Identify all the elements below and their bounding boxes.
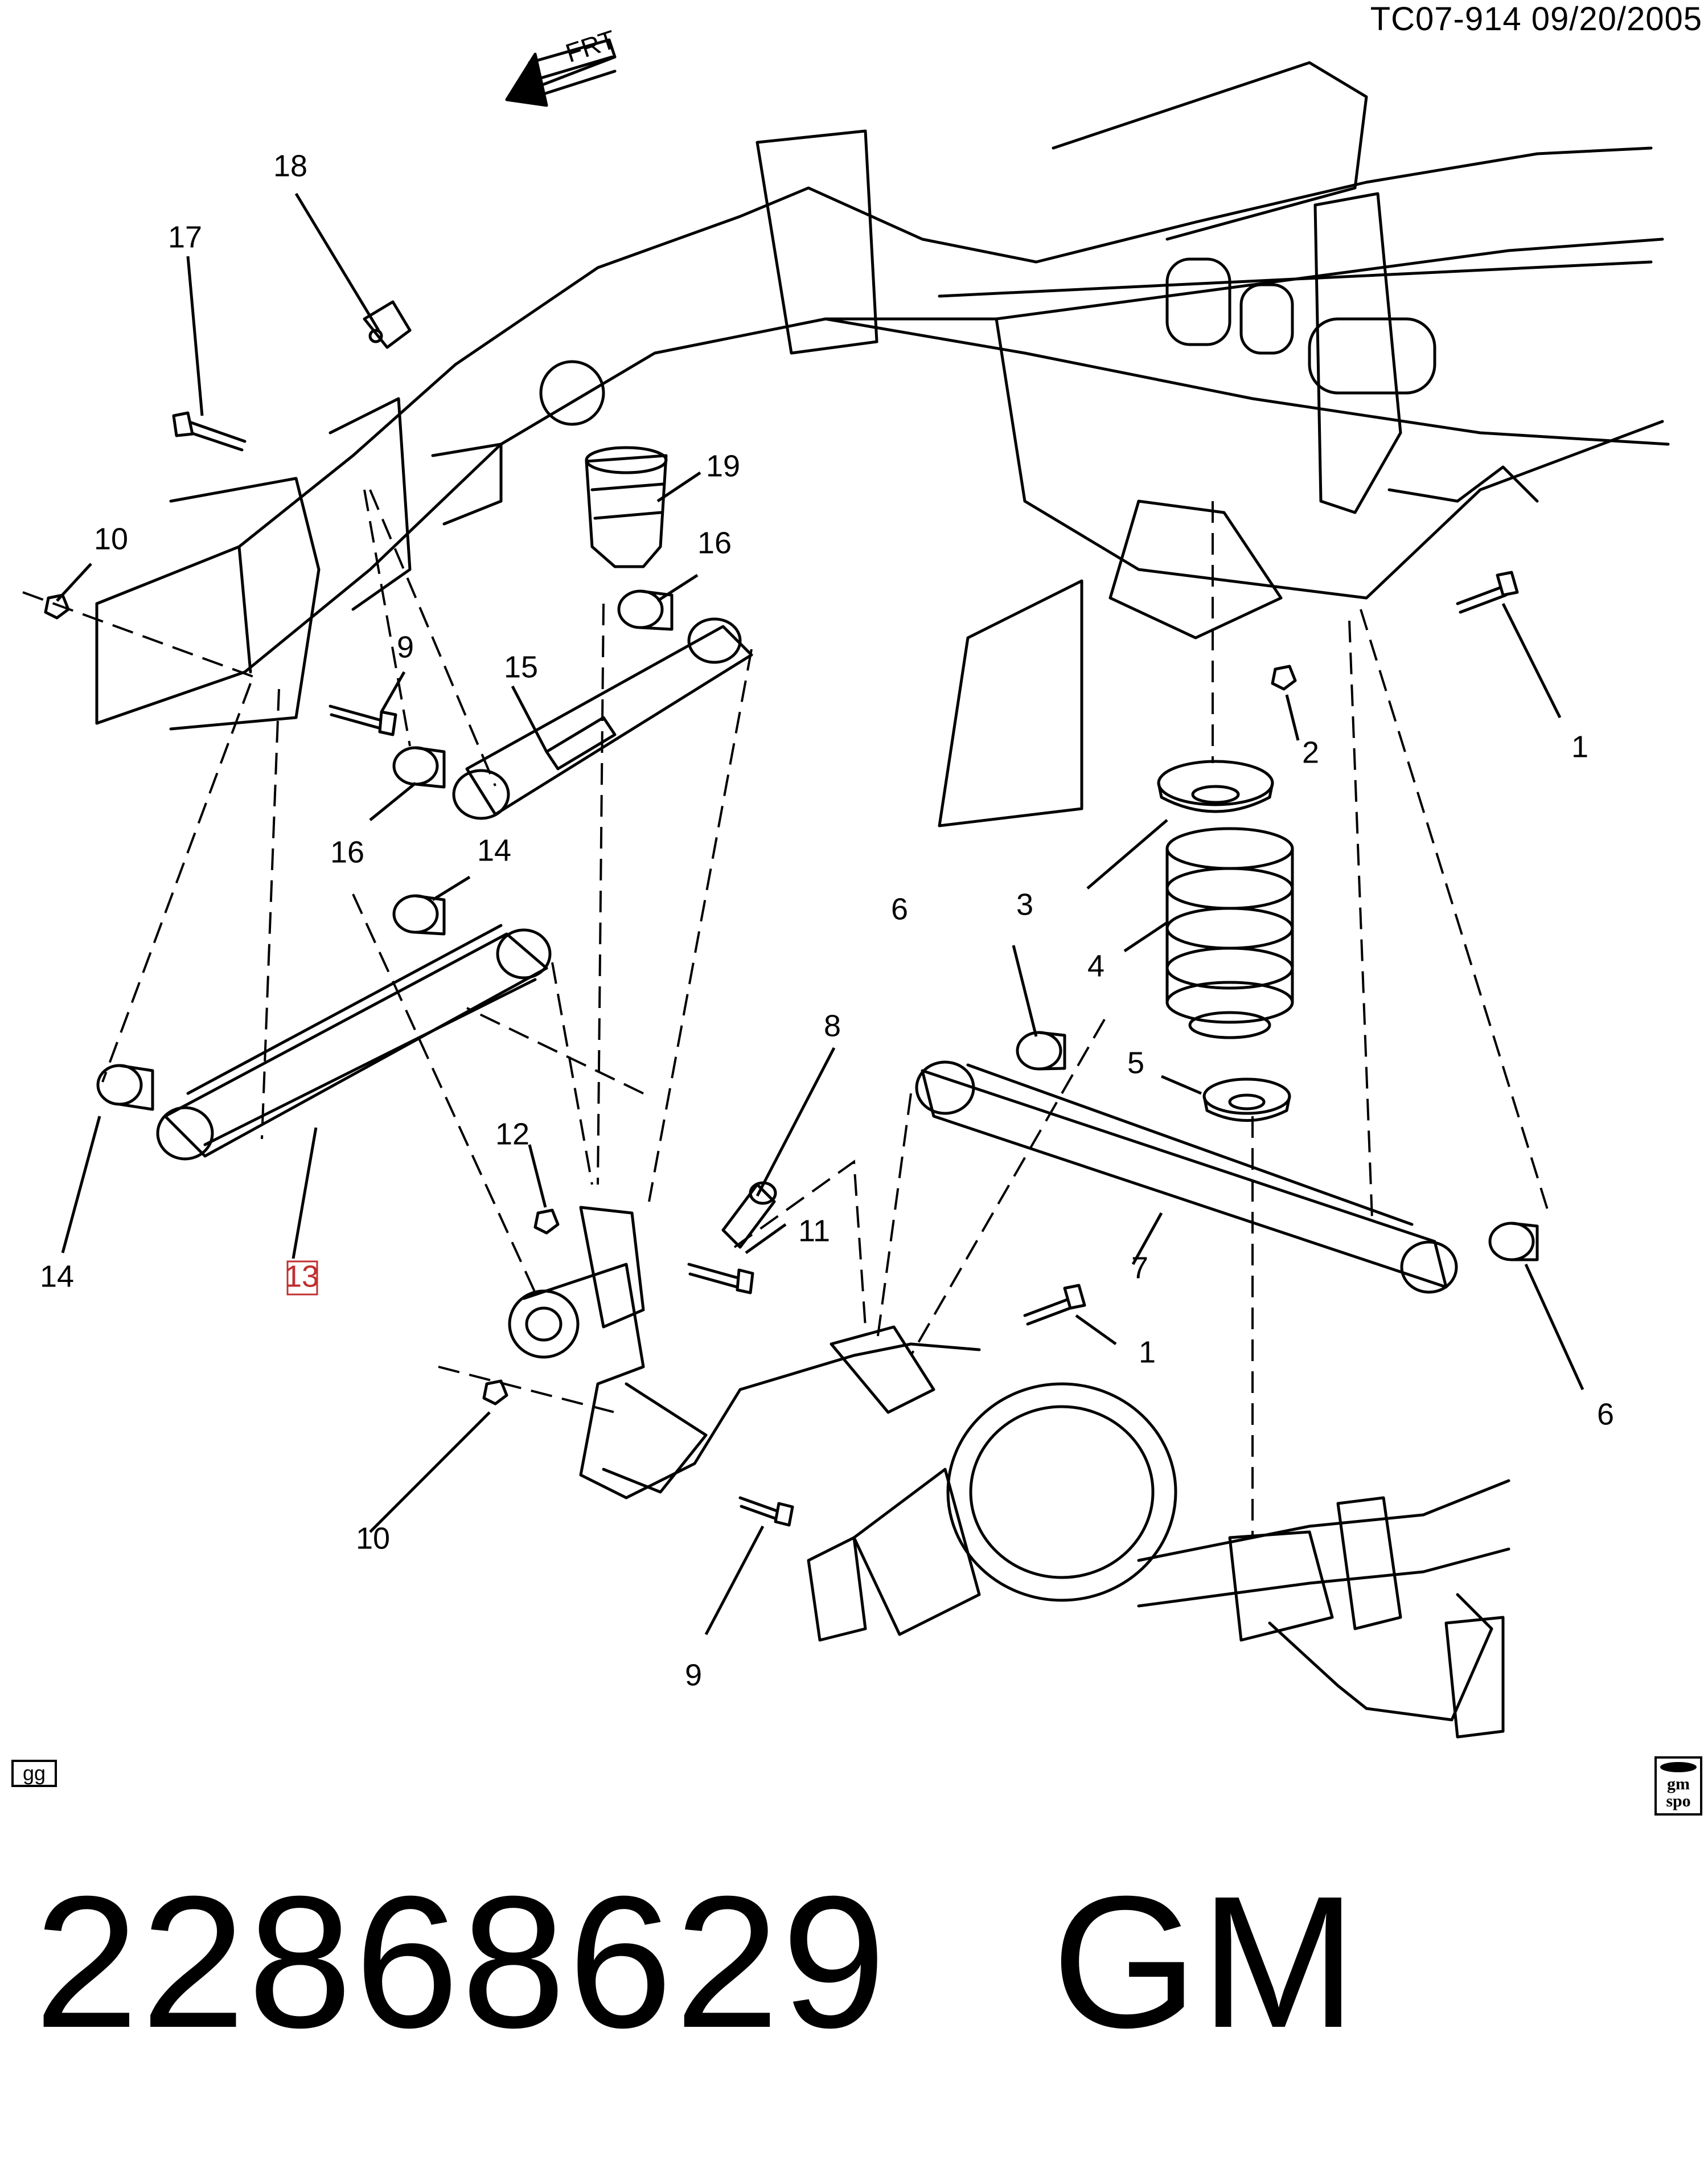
bolt-9-lower xyxy=(738,1496,794,1527)
callout-1a: 1 xyxy=(1571,730,1588,764)
diagram-code-date: TC07-914 09/20/2005 xyxy=(1370,1,1702,38)
bushing-16-upper xyxy=(617,589,674,631)
retainer-clip-18 xyxy=(363,300,412,349)
bushing-16-lower xyxy=(392,746,446,789)
part-number: 22868629 GM xyxy=(34,1857,1359,2067)
callout-10b: 10 xyxy=(356,1521,390,1555)
callout-5: 5 xyxy=(1127,1046,1144,1080)
callout-1b: 1 xyxy=(1139,1335,1156,1369)
callout-14a: 14 xyxy=(477,833,511,867)
jounce-bumper xyxy=(585,446,668,568)
callout-16b: 16 xyxy=(330,835,364,869)
gg-label: gg xyxy=(11,1760,57,1787)
bolt-1-lower xyxy=(1023,1284,1086,1326)
gmspo-text: gm spo xyxy=(1666,1775,1691,1810)
gmspo-logo: gm spo xyxy=(1654,1756,1702,1816)
lower-control-arm-right xyxy=(915,1060,1458,1294)
lower-control-arm-left xyxy=(156,924,552,1161)
callout-8: 8 xyxy=(824,1009,841,1043)
callout-9a: 9 xyxy=(397,630,414,664)
bushing-6-lower xyxy=(1488,1222,1539,1261)
callout-11: 11 xyxy=(798,1214,830,1248)
callout-2: 2 xyxy=(1302,735,1319,769)
alignment-lines xyxy=(22,489,1550,1538)
nut-10-lower xyxy=(482,1379,508,1406)
rear-axle-housing xyxy=(508,1206,1510,1739)
callout-15: 15 xyxy=(504,650,538,684)
callout-12: 12 xyxy=(495,1117,529,1151)
callout-18: 18 xyxy=(273,149,307,183)
callout-14b: 14 xyxy=(40,1259,74,1293)
bushing-14-upper xyxy=(392,894,446,936)
vehicle-frame xyxy=(95,61,1670,827)
nut-12 xyxy=(533,1208,560,1235)
nut-2 xyxy=(1271,665,1297,691)
leader-lines xyxy=(56,192,1584,1636)
callout-3: 3 xyxy=(1016,887,1033,921)
callout-4: 4 xyxy=(1087,949,1105,983)
highlight-box-13 xyxy=(286,1260,318,1296)
bolt-9-upper xyxy=(329,704,397,736)
bolt-11 xyxy=(687,1263,754,1294)
front-direction-arrow-icon xyxy=(505,38,617,107)
callout-10a: 10 xyxy=(94,522,128,556)
coil-spring xyxy=(1165,827,1294,1039)
callout-16a: 16 xyxy=(697,526,732,560)
front-direction-label: FRT xyxy=(562,24,619,68)
bushing-6-upper xyxy=(1016,1031,1066,1071)
callout-6a: 6 xyxy=(891,892,908,926)
spring-insulator-lower xyxy=(1202,1077,1291,1122)
callout-19: 19 xyxy=(706,449,740,483)
spring-insulator-upper xyxy=(1157,760,1274,813)
callout-13: 13 xyxy=(285,1259,319,1293)
bolt-17 xyxy=(172,411,247,452)
bushing-14-lower xyxy=(96,1064,154,1111)
callout-7: 7 xyxy=(1131,1251,1148,1285)
callout-6b: 6 xyxy=(1597,1397,1614,1431)
callout-17: 17 xyxy=(168,220,202,254)
bolt-1-upper xyxy=(1456,571,1519,614)
callout-9b: 9 xyxy=(685,1658,702,1692)
callouts: 18 17 19 10 16 9 15 1 2 16 14 6 3 4 8 5 … xyxy=(40,149,1614,1692)
